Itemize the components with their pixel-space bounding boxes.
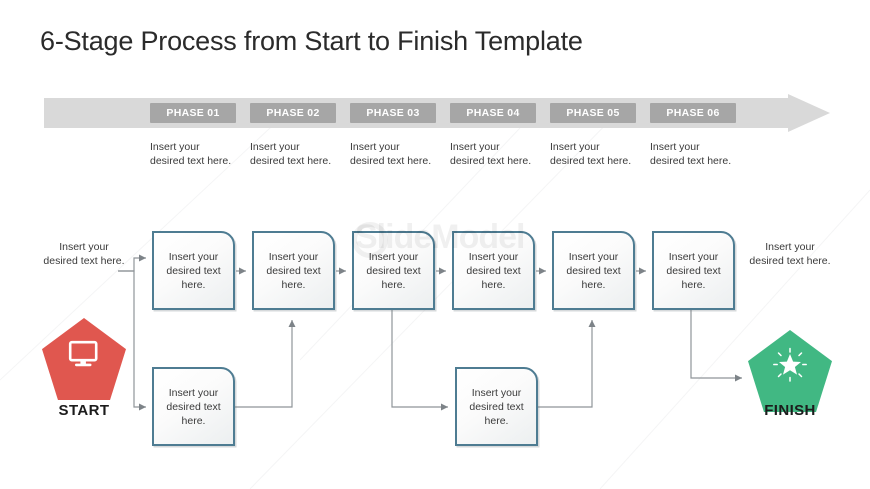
finish-caption: Insert your desired text here. [749, 241, 831, 267]
process-box-text: Insert your desired text here. [366, 250, 421, 291]
start-caption: Insert your desired text here. [43, 241, 125, 267]
process-box-top-2[interactable]: Insert your desired text here. [252, 231, 335, 310]
phase-badge-label: PHASE 01 [166, 107, 220, 119]
connector-lower2-to-box5 [536, 320, 596, 408]
phase-caption-2: Insert your desired text here. [250, 141, 332, 167]
phase-badge-4[interactable]: PHASE 04 [450, 103, 536, 123]
phase-caption-6: Insert your desired text here. [650, 141, 732, 167]
process-box-text: Insert your desired text here. [466, 250, 521, 291]
finish-label: FINISH [764, 402, 816, 419]
connector-box3-to-lower2 [391, 310, 448, 411]
start-label: START [58, 402, 110, 419]
process-box-bottom-1[interactable]: Insert your desired text here. [152, 367, 235, 446]
page-title: 6-Stage Process from Start to Finish Tem… [40, 26, 583, 56]
connector-start-to-lower1 [118, 270, 146, 411]
phase-badge-1[interactable]: PHASE 01 [150, 103, 236, 123]
monitor-icon [68, 340, 98, 367]
process-box-text: Insert your desired text here. [666, 250, 721, 291]
process-box-text: Insert your desired text here. [266, 250, 321, 291]
sparkle-star-icon [773, 347, 807, 382]
process-box-top-3[interactable]: Insert your desired text here. [352, 231, 435, 310]
process-box-text: Insert your desired text here. [166, 250, 221, 291]
process-box-top-5[interactable]: Insert your desired text here. [552, 231, 635, 310]
phase-caption-5: Insert your desired text here. [550, 141, 632, 167]
phase-badge-label: PHASE 04 [466, 107, 520, 119]
process-box-text: Insert your desired text here. [166, 386, 221, 427]
phase-caption-3: Insert your desired text here. [350, 141, 432, 167]
phase-badge-5[interactable]: PHASE 05 [550, 103, 636, 123]
arrow-bar-head-icon [788, 94, 830, 132]
process-box-text: Insert your desired text here. [566, 250, 621, 291]
phase-badge-label: PHASE 02 [266, 107, 320, 119]
process-box-top-1[interactable]: Insert your desired text here. [152, 231, 235, 310]
phase-badge-label: PHASE 06 [666, 107, 720, 119]
phase-badge-label: PHASE 05 [566, 107, 620, 119]
connector-box6-to-finish [690, 310, 742, 382]
phase-badge-label: PHASE 03 [366, 107, 420, 119]
process-box-top-4[interactable]: Insert your desired text here. [452, 231, 535, 310]
process-box-text: Insert your desired text here. [469, 386, 524, 427]
connector-lower1-to-box2 [234, 320, 296, 408]
process-box-top-6[interactable]: Insert your desired text here. [652, 231, 735, 310]
phase-caption-4: Insert your desired text here. [450, 141, 532, 167]
phase-badge-3[interactable]: PHASE 03 [350, 103, 436, 123]
phase-badge-6[interactable]: PHASE 06 [650, 103, 736, 123]
process-box-bottom-2[interactable]: Insert your desired text here. [455, 367, 538, 446]
phase-badge-2[interactable]: PHASE 02 [250, 103, 336, 123]
phase-caption-1: Insert your desired text here. [150, 141, 232, 167]
